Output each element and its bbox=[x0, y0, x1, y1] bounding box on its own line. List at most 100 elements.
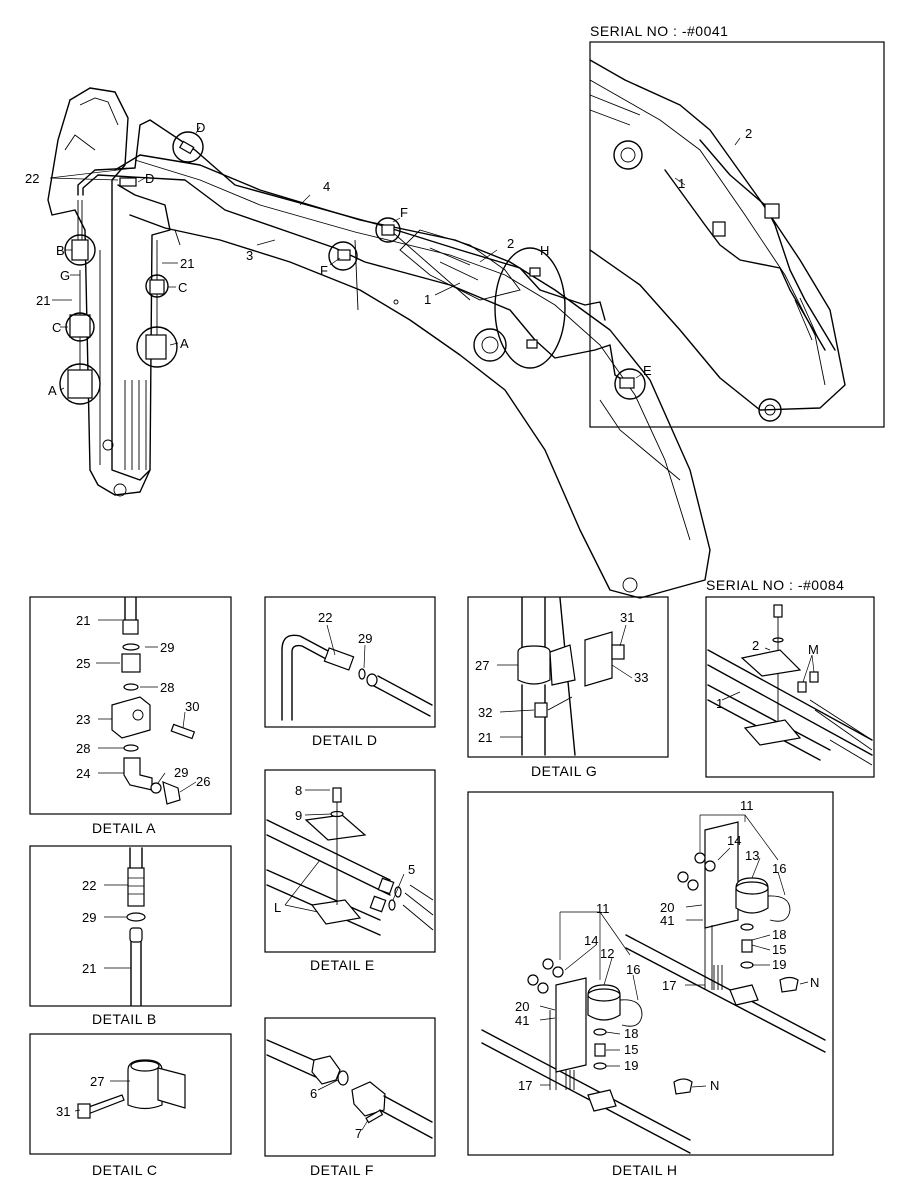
inset-callout-1: 1 bbox=[678, 176, 685, 191]
detail-e-part-l: L bbox=[274, 900, 281, 915]
detail-m-part-1: 1 bbox=[716, 696, 723, 711]
detail-a-box bbox=[29, 596, 232, 815]
callout-4: 4 bbox=[323, 179, 330, 194]
detail-h-part-20-lower: 20 bbox=[515, 999, 529, 1014]
detail-e-box bbox=[264, 769, 436, 953]
detail-a-part-26: 26 bbox=[196, 774, 210, 789]
callout-a: A bbox=[180, 336, 189, 351]
detail-h-part-17: 17 bbox=[662, 978, 676, 993]
detail-b-drawing bbox=[104, 847, 146, 1006]
detail-h-part-41-lower: 41 bbox=[515, 1013, 529, 1028]
detail-h-part-18: 18 bbox=[772, 927, 786, 942]
callout-c: C bbox=[52, 320, 61, 335]
serial-number-mid: SERIAL NO : -#0084 bbox=[706, 577, 844, 593]
detail-h-box bbox=[467, 791, 834, 1156]
detail-b-box bbox=[29, 845, 232, 1007]
detail-e-part-9: 9 bbox=[295, 808, 302, 823]
detail-b-part-21: 21 bbox=[82, 961, 96, 976]
detail-h-part-13: 13 bbox=[745, 848, 759, 863]
detail-h-drawing bbox=[481, 814, 826, 1154]
detail-h-part-n: N bbox=[810, 975, 819, 990]
callout-e: E bbox=[643, 363, 652, 378]
callout-d: D bbox=[145, 171, 154, 186]
callout-3: 3 bbox=[246, 248, 253, 263]
detail-g-part-31: 31 bbox=[620, 610, 634, 625]
detail-h-part-19: 19 bbox=[772, 957, 786, 972]
callout-21: 21 bbox=[36, 293, 50, 308]
detail-b-part-22: 22 bbox=[82, 878, 96, 893]
detail-d-title: DETAIL D bbox=[312, 732, 377, 748]
inset-boom-detail bbox=[589, 59, 846, 422]
detail-m-drawing bbox=[707, 604, 873, 766]
detail-f-title: DETAIL F bbox=[310, 1162, 374, 1178]
detail-h-part-12: 12 bbox=[600, 946, 614, 961]
detail-a-part-29: 29 bbox=[174, 765, 188, 780]
detail-c-box bbox=[29, 1033, 232, 1155]
callout-21: 21 bbox=[180, 256, 194, 271]
callout-f: F bbox=[400, 205, 408, 220]
detail-h-part-14: 14 bbox=[727, 833, 741, 848]
detail-d-part-29: 29 bbox=[358, 631, 372, 646]
detail-m-box bbox=[705, 596, 875, 778]
detail-m-part-2: 2 bbox=[752, 638, 759, 653]
detail-a-part-30: 30 bbox=[185, 699, 199, 714]
callout-h: H bbox=[540, 243, 549, 258]
detail-h-part-14-lower: 14 bbox=[584, 933, 598, 948]
detail-h-part-16: 16 bbox=[772, 861, 786, 876]
detail-c-part-27: 27 bbox=[90, 1074, 104, 1089]
detail-e-part-5: 5 bbox=[408, 862, 415, 877]
detail-a-part-28: 28 bbox=[160, 680, 174, 695]
detail-b-part-29: 29 bbox=[82, 910, 96, 925]
detail-f-box bbox=[264, 1017, 436, 1157]
detail-a-title: DETAIL A bbox=[92, 820, 156, 836]
detail-g-box bbox=[467, 596, 669, 758]
detail-h-part-11-lower: 11 bbox=[596, 901, 610, 916]
detail-b-title: DETAIL B bbox=[92, 1011, 157, 1027]
detail-h-part-17-lower: 17 bbox=[518, 1078, 532, 1093]
detail-d-drawing bbox=[281, 624, 433, 721]
inset-callout-2: 2 bbox=[745, 126, 752, 141]
callout-d: D bbox=[196, 120, 205, 135]
main-callout-labels: D 22 D 4 F 3 F 2 H 1 B G 21 21 C C A A E bbox=[25, 120, 652, 398]
detail-a-part-29: 29 bbox=[160, 640, 174, 655]
detail-g-part-21: 21 bbox=[478, 730, 492, 745]
detail-e-drawing bbox=[266, 787, 434, 936]
callout-g: G bbox=[60, 268, 70, 283]
detail-d-box bbox=[264, 596, 436, 728]
detail-a-part-21: 21 bbox=[76, 613, 90, 628]
callout-2: 2 bbox=[507, 236, 514, 251]
callout-22: 22 bbox=[25, 171, 39, 186]
detail-f-part-7: 7 bbox=[355, 1126, 362, 1141]
detail-g-part-33: 33 bbox=[634, 670, 648, 685]
callout-1: 1 bbox=[424, 292, 431, 307]
detail-c-drawing bbox=[74, 1059, 186, 1119]
detail-a-part-25: 25 bbox=[76, 656, 90, 671]
detail-g-part-32: 32 bbox=[478, 705, 492, 720]
detail-h-part-20: 20 bbox=[660, 900, 674, 915]
detail-a-drawing bbox=[96, 597, 197, 805]
detail-c-part-31: 31 bbox=[56, 1104, 70, 1119]
detail-a-part-24: 24 bbox=[76, 766, 90, 781]
detail-g-title: DETAIL G bbox=[531, 763, 597, 779]
detail-g-drawing bbox=[497, 597, 633, 756]
detail-h-part-19-lower: 19 bbox=[624, 1058, 638, 1073]
detail-d-part-22: 22 bbox=[318, 610, 332, 625]
detail-a-part-23: 23 bbox=[76, 712, 90, 727]
inset-box-top bbox=[589, 41, 885, 428]
detail-e-part-8: 8 bbox=[295, 783, 302, 798]
detail-h-part-15: 15 bbox=[772, 942, 786, 957]
callout-c: C bbox=[178, 280, 187, 295]
detail-m-part-m: M bbox=[808, 642, 819, 657]
detail-c-title: DETAIL C bbox=[92, 1162, 157, 1178]
detail-g-part-27: 27 bbox=[475, 658, 489, 673]
boom-hydraulic-lines bbox=[49, 119, 646, 405]
detail-e-title: DETAIL E bbox=[310, 957, 375, 973]
callout-b: B bbox=[56, 243, 65, 258]
detail-f-drawing bbox=[266, 1039, 433, 1139]
serial-number-top: SERIAL NO : -#0041 bbox=[590, 23, 728, 39]
detail-h-part-16-lower: 16 bbox=[626, 962, 640, 977]
detail-h-title: DETAIL H bbox=[612, 1162, 677, 1178]
detail-a-part-28: 28 bbox=[76, 741, 90, 756]
callout-a: A bbox=[48, 383, 57, 398]
